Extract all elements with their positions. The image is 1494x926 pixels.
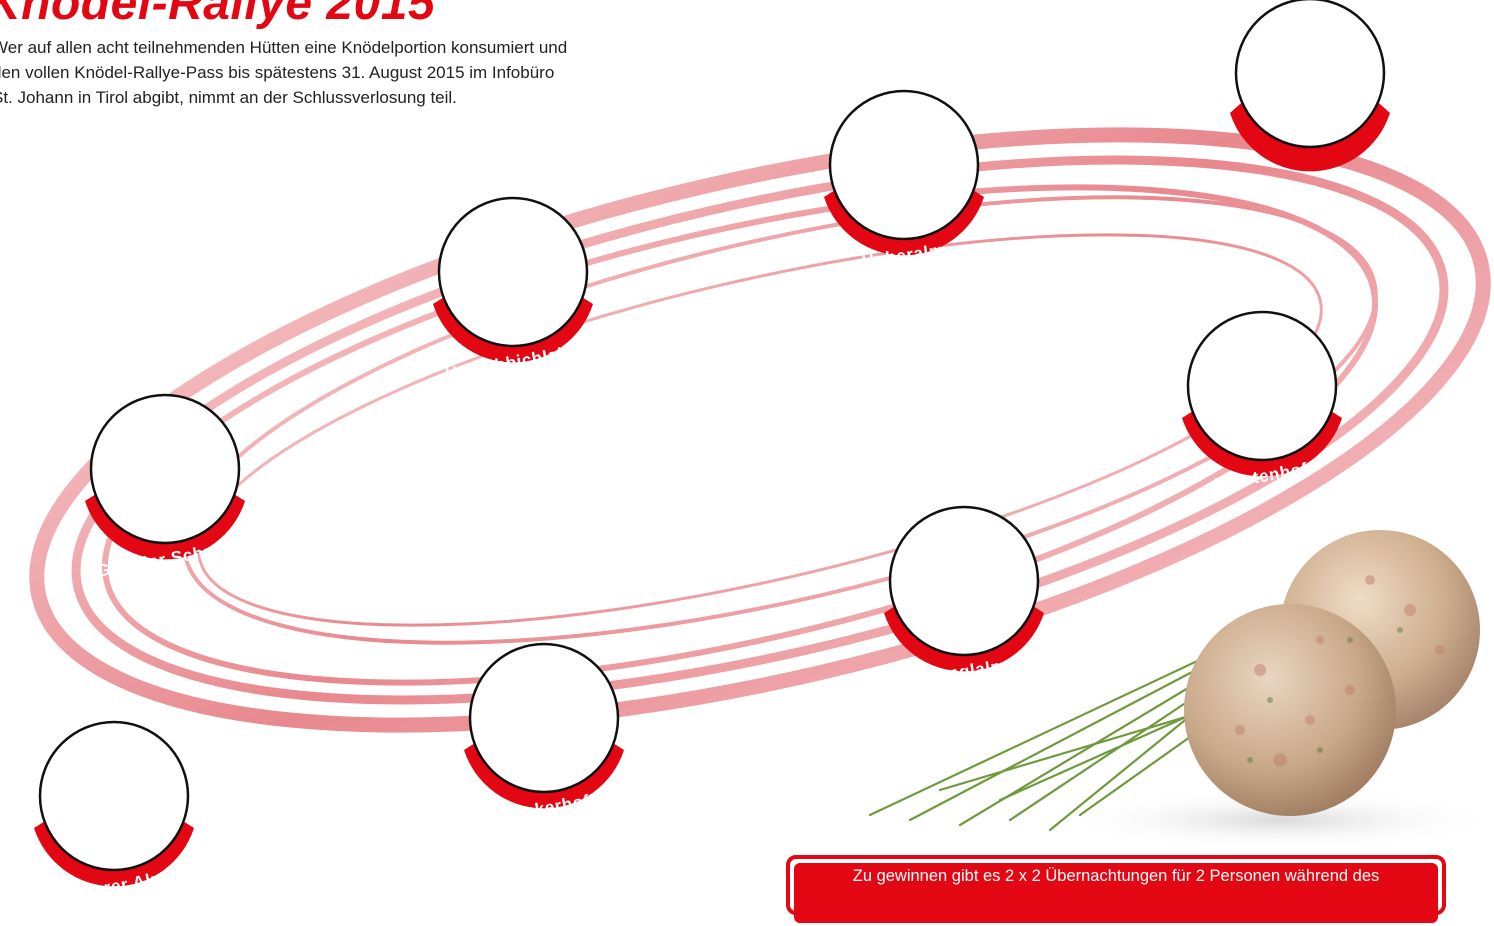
dumplings-image	[868, 530, 1490, 850]
stamp-harschbichlalm: Harschbichlalm	[432, 192, 594, 384]
swirl-graphic	[29, 127, 1491, 733]
intro-line: St. Johann in Tirol abgibt, nimmt an der…	[0, 88, 457, 107]
stamp-stanglalm: Stanglalm	[883, 501, 1045, 687]
stamp-muellneralm: Müllneralm	[1229, 0, 1391, 172]
intro-line: den vollen Knödel-Rallye-Pass bis spätes…	[0, 63, 555, 82]
intro-paragraph: Wer auf allen acht teilnehmenden Hütten …	[0, 35, 657, 110]
page-title: Knödel-Rallye 2015	[0, 0, 436, 30]
stamp-pointenhof: Pointenhof	[1181, 306, 1343, 494]
intro-line: Wer auf allen acht teilnehmenden Hütten …	[0, 38, 568, 57]
stamp-huberalm: Huberalm	[823, 85, 985, 271]
stamp-grander-schupf: Grander Schupf	[84, 389, 246, 581]
stamp-stockerhof: Stockerhof	[463, 638, 625, 826]
stamp-angerer-alm: Angerer Alm	[33, 716, 195, 905]
prize-text: Zu gewinnen gibt es 2 x 2 Übernachtungen…	[794, 863, 1438, 923]
prize-box: Zu gewinnen gibt es 2 x 2 Übernachtungen…	[786, 855, 1446, 923]
